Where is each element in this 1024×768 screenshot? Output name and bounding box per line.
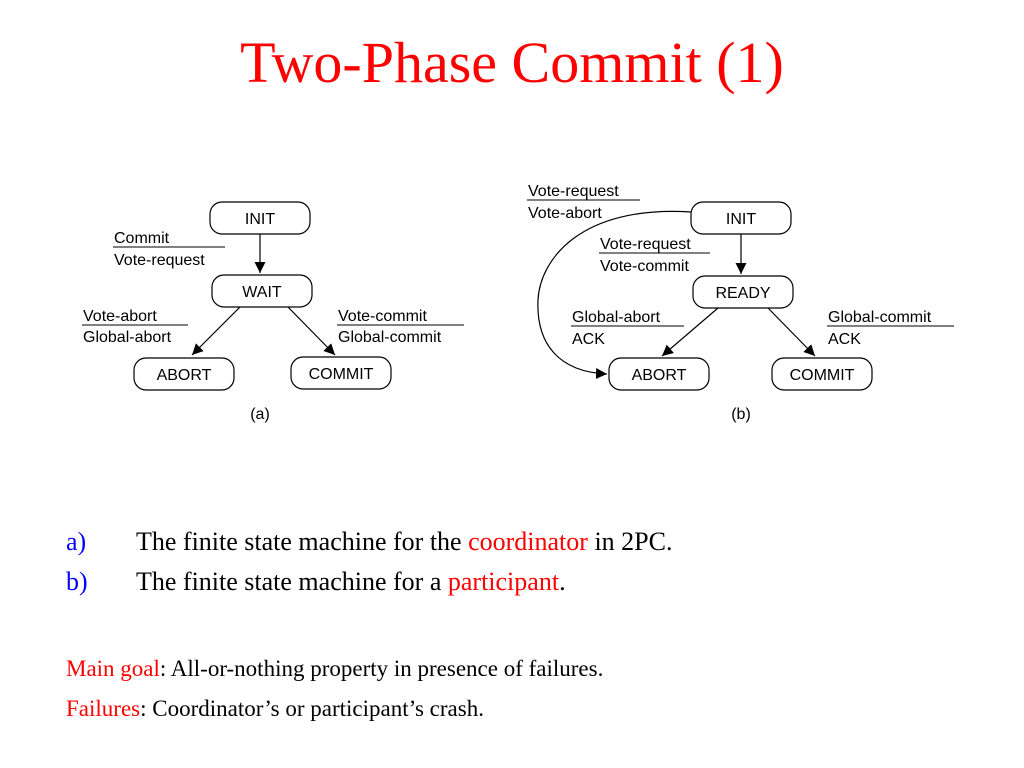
label-b-ready-abort-bottom: ACK [572, 331, 605, 348]
label-b-init-ready: Vote-request Vote-commit [599, 236, 710, 275]
state-b-init: INIT [690, 201, 792, 235]
item-highlight: coordinator [468, 527, 588, 556]
note-text: : All-or-nothing property in presence of… [159, 656, 604, 681]
state-a-abort-label: ABORT [157, 367, 212, 384]
state-b-commit: COMMIT [771, 357, 873, 391]
label-a-wait-commit-top: Vote-commit [338, 308, 427, 325]
label-b-ready-abort: Global-abort ACK [571, 309, 684, 348]
label-b-init-ready-bottom: Vote-commit [600, 258, 689, 275]
diagram-a: INIT WAIT ABORT COMMIT Commit Vote-reque… [82, 201, 464, 423]
diagram-b: INIT READY ABORT COMMIT Vote-request Vot… [527, 183, 954, 423]
edge-b-init-abort [537, 210, 692, 380]
label-a-wait-commit: Vote-commit Global-commit [337, 308, 464, 346]
label-a-init-wait: Commit Vote-request [113, 230, 225, 269]
label-b-init-ready-top: Vote-request [600, 236, 691, 253]
slide-title: Two-Phase Commit (1) [240, 30, 784, 95]
note-label: Main goal [66, 656, 160, 681]
label-b-ready-commit-bottom: ACK [828, 331, 861, 348]
label-a-wait-abort: Vote-abort Global-abort [82, 308, 188, 346]
description-item-a: a) The finite state machine for the coord… [66, 522, 672, 562]
item-text-end: in 2PC. [587, 527, 673, 556]
label-b-init-abort: Vote-request Vote-abort [527, 183, 640, 222]
edge-b-ready-commit [767, 307, 816, 357]
label-b-init-abort-top: Vote-request [528, 183, 619, 200]
note-failures: Failures: Coordinator’s or participant’s… [66, 692, 603, 732]
label-b-ready-commit: Global-commit ACK [827, 309, 954, 348]
note-label: Failures [66, 696, 141, 721]
item-text: The finite state machine for the [136, 527, 469, 556]
state-a-init-label: INIT [245, 211, 275, 228]
state-a-init: INIT [209, 201, 311, 235]
label-a-wait-abort-bottom: Global-abort [83, 329, 172, 346]
label-a-init-wait-bottom: Vote-request [114, 252, 205, 269]
state-b-ready-label: READY [715, 285, 770, 302]
label-b-ready-abort-top: Global-abort [572, 309, 661, 326]
item-text-end: . [559, 567, 566, 596]
label-b-ready-commit-top: Global-commit [828, 309, 932, 326]
caption-b: (b) [731, 406, 751, 423]
description-list: a) The finite state machine for the coord… [66, 522, 672, 602]
label-a-init-wait-top: Commit [114, 230, 170, 247]
state-machine-diagrams: INIT WAIT ABORT COMMIT Commit Vote-reque… [82, 183, 954, 423]
state-b-commit-label: COMMIT [790, 367, 855, 384]
state-a-abort: ABORT [133, 357, 235, 391]
state-b-ready: READY [692, 275, 794, 309]
state-a-commit-label: COMMIT [309, 366, 374, 383]
state-b-abort-label: ABORT [632, 367, 687, 384]
state-a-wait: WAIT [211, 274, 313, 308]
state-b-abort: ABORT [608, 357, 710, 391]
edge-a-wait-commit [287, 306, 336, 356]
notes: Main goal: All-or-nothing property in pr… [66, 652, 603, 732]
note-main-goal: Main goal: All-or-nothing property in pr… [66, 652, 603, 692]
label-a-wait-commit-bottom: Global-commit [338, 329, 442, 346]
item-marker: b) [66, 567, 88, 596]
description-item-b: b) The finite state machine for a partici… [66, 562, 672, 602]
state-b-init-label: INIT [726, 211, 756, 228]
edge-a-wait-abort [191, 306, 241, 356]
label-b-init-abort-bottom: Vote-abort [528, 205, 602, 222]
edge-b-ready-abort [661, 307, 719, 357]
state-a-commit: COMMIT [290, 356, 392, 390]
item-highlight: participant [447, 567, 560, 596]
item-text: The finite state machine for a [136, 567, 448, 596]
state-a-wait-label: WAIT [242, 284, 282, 301]
label-a-wait-abort-top: Vote-abort [83, 308, 157, 325]
item-marker: a) [66, 527, 87, 556]
caption-a: (a) [250, 406, 270, 423]
note-text: : Coordinator’s or participant’s crash. [140, 696, 484, 721]
